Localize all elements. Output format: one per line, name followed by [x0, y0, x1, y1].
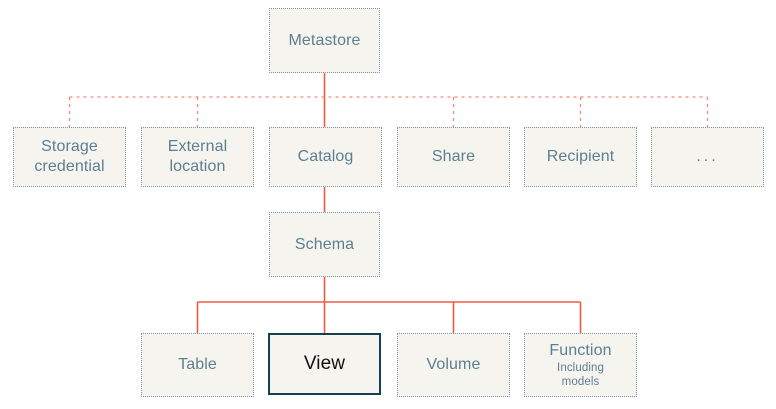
- node-metastore[interactable]: Metastore: [269, 8, 380, 73]
- node-metastore-label: Metastore: [288, 31, 361, 49]
- node-share[interactable]: Share: [397, 127, 510, 187]
- node-catalog-label: Catalog: [297, 148, 354, 165]
- node-function-label: Function: [549, 341, 612, 359]
- node-external-location-label: External location: [167, 138, 228, 175]
- node-schema[interactable]: Schema: [269, 212, 380, 277]
- node-table-label: Table: [178, 356, 217, 373]
- node-recipient-label: Recipient: [546, 148, 615, 165]
- node-table[interactable]: Table: [141, 333, 254, 397]
- node-more-label: ...: [696, 148, 719, 165]
- node-catalog[interactable]: Catalog: [269, 127, 382, 187]
- node-external-location[interactable]: External location: [141, 127, 254, 187]
- node-share-label: Share: [431, 148, 476, 165]
- node-view-label: View: [303, 353, 346, 375]
- node-function-sublabel: Including models: [557, 361, 604, 388]
- node-volume-label: Volume: [426, 356, 481, 373]
- node-storage-credential[interactable]: Storage credential: [13, 127, 126, 187]
- node-storage-credential-label: Storage credential: [34, 138, 105, 175]
- node-recipient[interactable]: Recipient: [524, 127, 637, 187]
- node-schema-label: Schema: [294, 235, 355, 253]
- node-volume[interactable]: Volume: [397, 333, 510, 397]
- node-more[interactable]: ...: [651, 127, 764, 187]
- node-function[interactable]: Function Including models: [524, 333, 637, 397]
- node-view[interactable]: View: [268, 333, 381, 395]
